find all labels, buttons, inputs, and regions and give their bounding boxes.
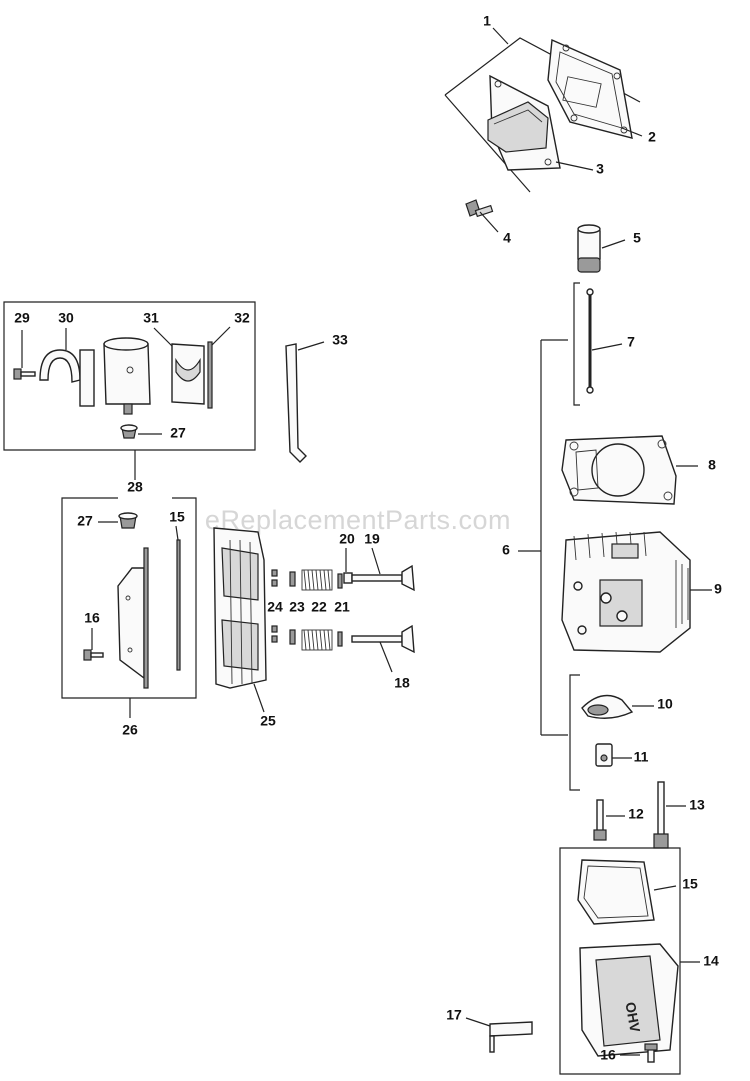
callout-6: 6 bbox=[502, 542, 510, 558]
callout-20: 20 bbox=[339, 531, 355, 547]
part-23-retainer[interactable] bbox=[289, 571, 296, 645]
part-31-breather-box[interactable] bbox=[103, 337, 151, 415]
part-8-head-gasket[interactable] bbox=[561, 435, 677, 505]
callout-25: 25 bbox=[260, 713, 276, 729]
callout-32: 32 bbox=[234, 310, 250, 326]
callout-3: 3 bbox=[596, 161, 604, 177]
part-20-valve-guide-seal[interactable] bbox=[343, 572, 353, 584]
callout-1: 1 bbox=[483, 13, 491, 29]
part-29-screw[interactable] bbox=[13, 368, 36, 380]
callout-16-right: 16 bbox=[600, 1047, 616, 1063]
part-24-keepers[interactable] bbox=[271, 569, 278, 643]
callout-26: 26 bbox=[122, 722, 138, 738]
callout-22: 22 bbox=[311, 599, 327, 615]
part-33-tube[interactable] bbox=[285, 343, 307, 463]
callout-15-left: 15 bbox=[169, 509, 185, 525]
callout-8: 8 bbox=[708, 457, 716, 473]
part-31-insert[interactable] bbox=[171, 343, 205, 405]
callout-5: 5 bbox=[633, 230, 641, 246]
callout-23: 23 bbox=[289, 599, 305, 615]
callout-18: 18 bbox=[394, 675, 410, 691]
part-15-valve-cover-gasket[interactable] bbox=[577, 859, 655, 925]
valve-cover-lettering: OHV bbox=[622, 1001, 643, 1034]
part-2-gasket[interactable] bbox=[547, 38, 633, 139]
callout-29: 29 bbox=[14, 310, 30, 326]
callout-24: 24 bbox=[267, 599, 283, 615]
part-13-bolt[interactable] bbox=[653, 781, 669, 849]
part-4-screw[interactable] bbox=[465, 199, 494, 218]
part-18-intake-valve[interactable] bbox=[351, 624, 415, 654]
callout-12: 12 bbox=[628, 806, 644, 822]
part-22-spring-upper[interactable] bbox=[301, 569, 333, 591]
part-22-spring-lower[interactable] bbox=[301, 629, 333, 651]
part-3-breather-cover[interactable] bbox=[487, 74, 561, 171]
part-25-head-side-view[interactable] bbox=[213, 527, 267, 689]
callout-10: 10 bbox=[657, 696, 673, 712]
part-27-plug-lower[interactable] bbox=[118, 512, 138, 529]
part-16-screw-right[interactable] bbox=[644, 1043, 658, 1063]
group-26-box bbox=[61, 497, 197, 718]
part-16-screw-left[interactable] bbox=[83, 649, 104, 661]
callout-4: 4 bbox=[503, 230, 511, 246]
callout-19: 19 bbox=[364, 531, 380, 547]
callout-17: 17 bbox=[446, 1007, 462, 1023]
part-32-seal[interactable] bbox=[207, 341, 213, 409]
callout-31: 31 bbox=[143, 310, 159, 326]
callout-11: 11 bbox=[634, 749, 649, 765]
part-11-rocker-stud[interactable] bbox=[595, 743, 613, 767]
part-7-push-rod[interactable] bbox=[586, 288, 594, 394]
part-breather-cover-plate[interactable] bbox=[117, 547, 149, 689]
part-5-lifter[interactable] bbox=[577, 224, 601, 273]
callout-7: 7 bbox=[627, 334, 635, 350]
group-6-bracket bbox=[518, 282, 580, 791]
callout-33: 33 bbox=[332, 332, 348, 348]
callout-9: 9 bbox=[714, 581, 722, 597]
part-10-rocker-arm[interactable] bbox=[581, 694, 634, 719]
callout-27-lower: 27 bbox=[77, 513, 93, 529]
part-12-bolt[interactable] bbox=[593, 799, 607, 841]
part-9-cylinder-head[interactable] bbox=[561, 531, 691, 653]
part-21-seal[interactable] bbox=[337, 573, 343, 647]
part-valve-cover[interactable]: OHV bbox=[579, 943, 679, 1057]
callout-16-left: 16 bbox=[84, 610, 100, 626]
callout-2: 2 bbox=[648, 129, 656, 145]
callout-15-right: 15 bbox=[682, 876, 698, 892]
callout-30: 30 bbox=[58, 310, 74, 326]
part-27-plug-upper[interactable] bbox=[120, 424, 138, 439]
callout-13: 13 bbox=[689, 797, 705, 813]
callout-21: 21 bbox=[334, 599, 350, 615]
part-17-bracket[interactable] bbox=[489, 1021, 533, 1053]
callout-28: 28 bbox=[127, 479, 143, 495]
part-30-clamp[interactable] bbox=[39, 349, 95, 407]
part-15-gasket-strip[interactable] bbox=[176, 539, 181, 671]
callout-14: 14 bbox=[703, 953, 719, 969]
callout-27-upper: 27 bbox=[170, 425, 186, 441]
watermark-text: eReplacementParts.com bbox=[205, 505, 511, 535]
part-19-exhaust-valve[interactable] bbox=[351, 564, 415, 592]
callout-labels: 1 2 3 4 5 6 7 8 9 10 11 12 13 14 15 15 1… bbox=[14, 13, 722, 1063]
group-14-box bbox=[559, 847, 700, 1075]
group-28-box bbox=[3, 301, 256, 480]
